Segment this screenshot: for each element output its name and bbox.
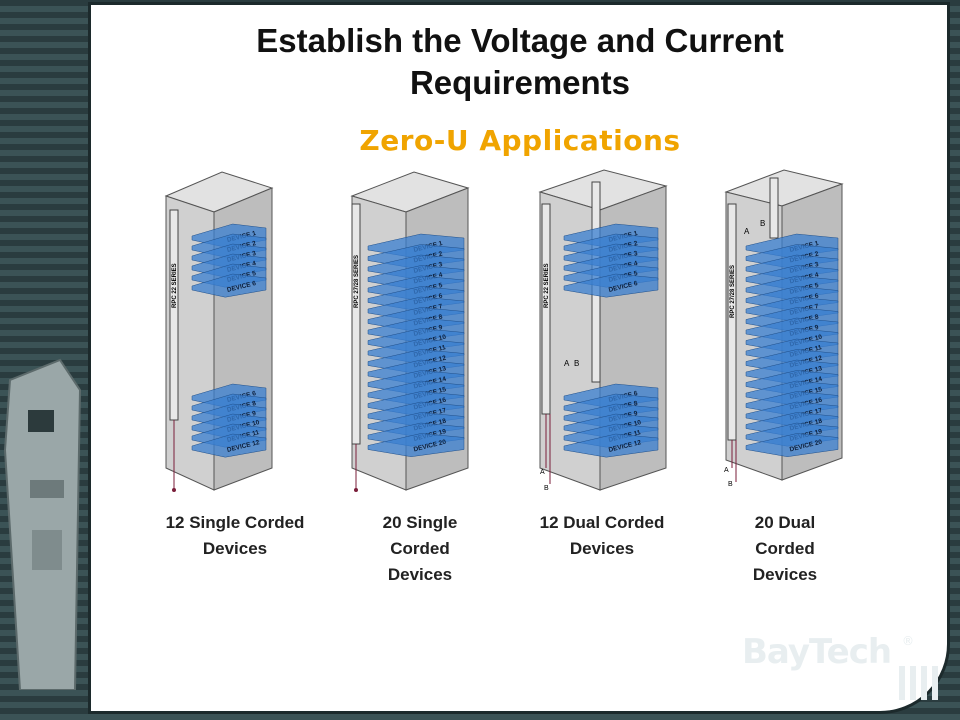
device-stack: DEVICE 1DEVICE 2DEVICE 3DEVICE 4DEVICE 5… [745, 233, 839, 457]
device-slab [191, 433, 267, 458]
feed-label-b: B [574, 359, 579, 368]
caption-rack-2: 20 Single Corded Devices [350, 510, 490, 588]
device-slab [191, 273, 267, 298]
logo-bar [910, 666, 916, 700]
device-stack-top: DEVICE 1DEVICE 2DEVICE 3DEVICE 4DEVICE 5… [191, 223, 267, 298]
caption-line: Devices [752, 565, 818, 584]
pdu-series-label: RPC 27/28 SERIES [354, 255, 360, 308]
caption-line: 20 Dual [754, 513, 816, 532]
caption-line: Corded [390, 539, 450, 558]
caption-line: 12 Dual Corded [539, 513, 665, 532]
caption-line: Devices [202, 539, 268, 558]
caption-line: Corded [755, 539, 815, 558]
cord-label-a: A [724, 467, 729, 474]
caption-line: Devices [569, 539, 635, 558]
title-line-1: Establish the Voltage and Current [256, 22, 784, 59]
pdu-device-image [3, 358, 82, 690]
cord-label-a: A [540, 469, 545, 476]
device-slab [563, 433, 659, 458]
logo-wordmark: BayTech [742, 632, 892, 672]
title-line-2: Requirements [409, 64, 631, 101]
logo-bars [899, 666, 938, 700]
caption-line: Devices [387, 565, 453, 584]
slide-title: Establish the Voltage and Current Requir… [100, 20, 940, 104]
pdu-strip-a [541, 203, 551, 415]
device-stack-top: DEVICE 1DEVICE 2DEVICE 3DEVICE 4DEVICE 5… [563, 223, 659, 298]
pdu-series-label: RPC 22 SERIES [172, 263, 178, 308]
slide-subtitle: Zero-U Applications [359, 124, 681, 157]
rack-12-dual: RPC 22 SERIES A B A B DEVICE 1DEVICE 2DE… [538, 169, 668, 492]
caption-line: 12 Single Corded [165, 513, 305, 532]
pdu-series-label: RPC 27/28 SERIES [730, 265, 736, 318]
baytech-logo: BayTech ® [730, 628, 946, 706]
caption-line: 20 Single [382, 513, 458, 532]
caption-rack-3: 12 Dual Corded Devices [512, 510, 692, 562]
cord-end [354, 488, 358, 492]
cord-end [172, 488, 176, 492]
cord-label-b: B [728, 481, 733, 488]
logo-bar [899, 666, 905, 700]
device-stack: DEVICE 1DEVICE 2DEVICE 3DEVICE 4DEVICE 5… [367, 233, 465, 457]
rack-20-dual: RPC 27/28 SERIES A B A B DEVICE 1DEVICE … [724, 169, 844, 488]
device-slab [745, 433, 839, 457]
rack-20-single: RPC 27/28 SERIES DEVICE 1DEVICE 2DEVICE … [350, 171, 470, 492]
device-slab [563, 273, 659, 298]
pdu-strip-b [769, 177, 779, 239]
device-slab [367, 433, 465, 457]
cord-label-b: B [544, 485, 549, 492]
pdu-strip [169, 209, 179, 421]
logo-bar [932, 666, 938, 700]
pdu-strip [351, 203, 361, 445]
feed-label-b: B [760, 219, 765, 228]
caption-rack-1: 12 Single Corded Devices [140, 510, 330, 562]
rack-12-single: RPC 22 SERIES DEVICE 1DEVICE 2DEVICE 3DE… [164, 171, 274, 492]
feed-label-a: A [564, 359, 570, 368]
pdu-series-label: RPC 22 SERIES [544, 263, 550, 308]
pdu-strip-a [727, 203, 737, 441]
feed-label-a: A [744, 227, 750, 236]
caption-rack-4: 20 Dual Corded Devices [720, 510, 850, 588]
logo-registered-mark: ® [902, 634, 914, 648]
logo-bar [921, 666, 927, 700]
